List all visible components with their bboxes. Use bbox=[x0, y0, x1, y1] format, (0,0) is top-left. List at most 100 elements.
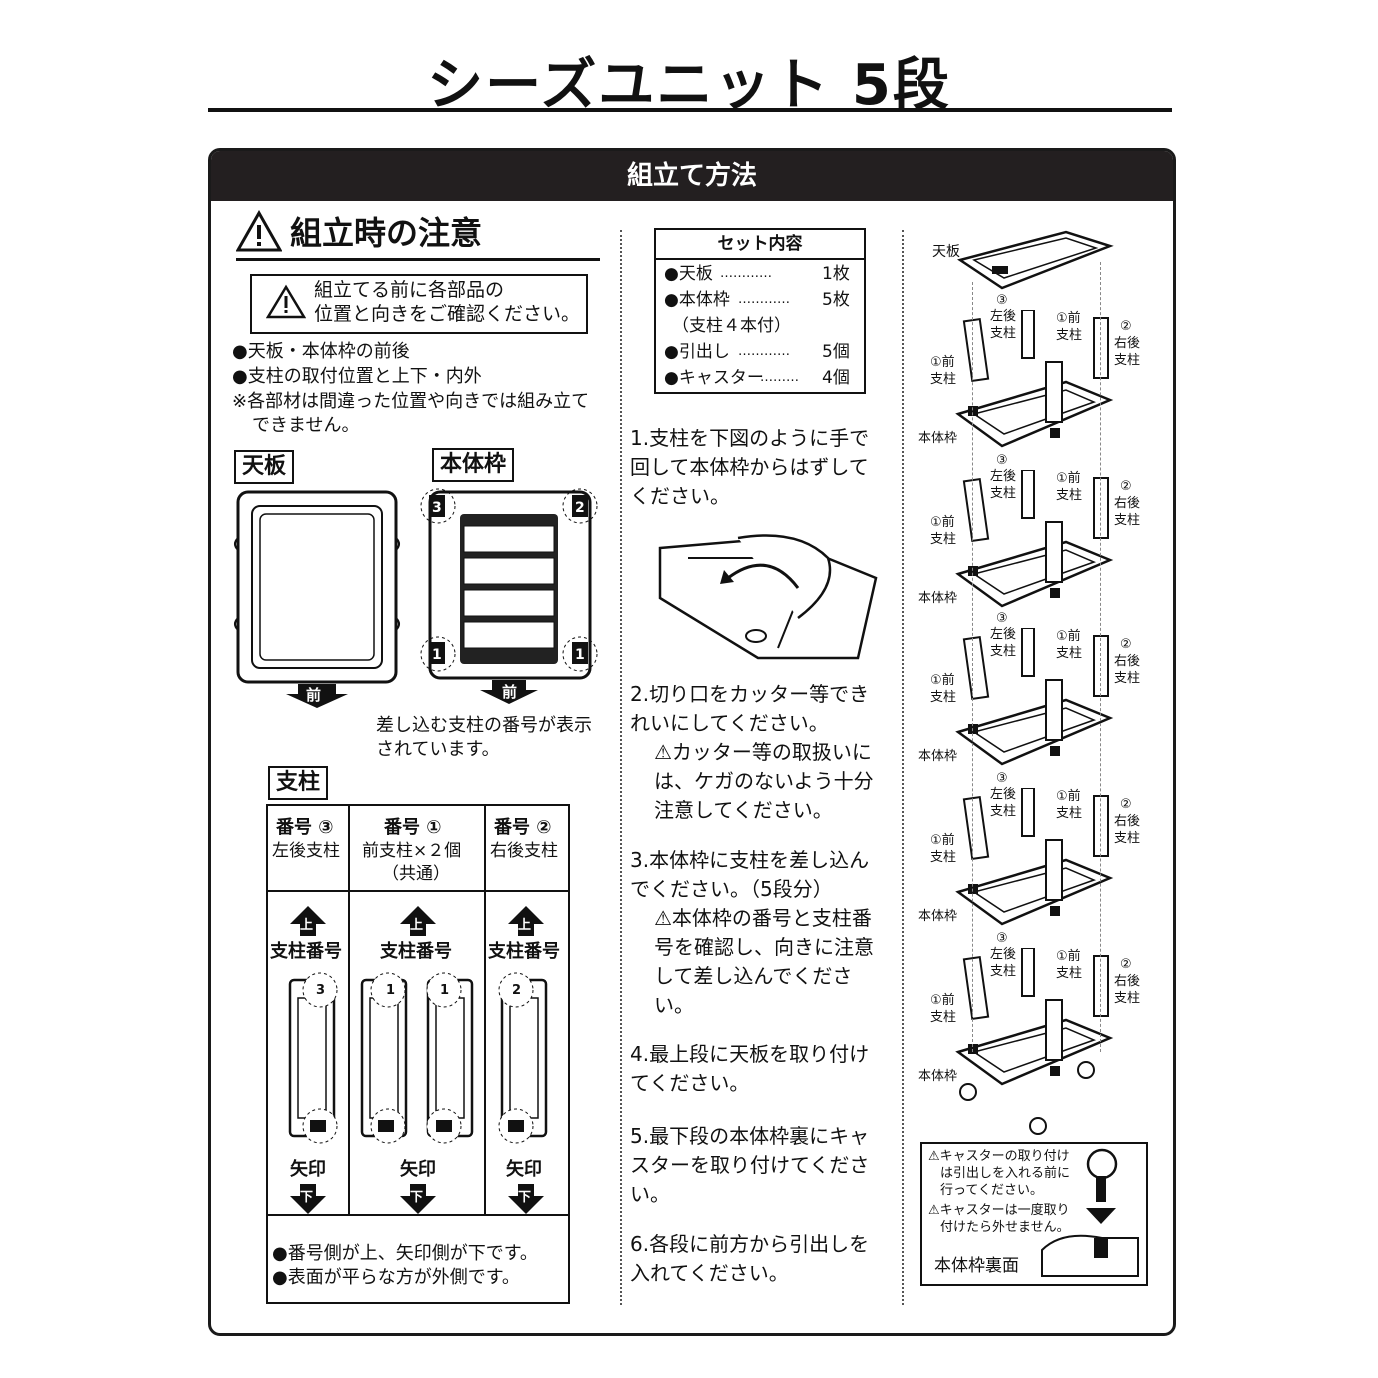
frame-note-line2: されています。 bbox=[376, 739, 500, 760]
title-underline bbox=[208, 108, 1172, 112]
down-arrow-icon bbox=[508, 1184, 544, 1214]
step-5: 5.最下段の本体枠裏にキャスターを取り付けてください。 bbox=[630, 1124, 870, 1206]
post-illustration-1a bbox=[360, 972, 408, 1144]
tier-5-frame-illustration bbox=[955, 948, 1114, 1086]
tier-3-post1b-line: 支柱 bbox=[1056, 646, 1083, 661]
set-contents-box bbox=[654, 228, 866, 394]
set-item-1-name: ●天板 bbox=[664, 264, 713, 284]
post-number-2: 2 bbox=[512, 983, 522, 998]
shichu-footer-1: ●番号側が上、矢印側が下です。 bbox=[272, 1243, 538, 1264]
frame-number-back-right: 2 bbox=[575, 500, 585, 516]
tier-3-post3-line2: 支柱 bbox=[990, 644, 1017, 659]
tier-5-post3-line2: 支柱 bbox=[990, 964, 1017, 979]
post-number-3: 3 bbox=[316, 983, 326, 998]
caution-box bbox=[250, 274, 588, 334]
tier-4-frame-label: 本体枠 bbox=[918, 909, 958, 924]
set-item-1-qty: 1枚 bbox=[822, 264, 850, 284]
set-item-4-name: ●引出し bbox=[664, 342, 730, 362]
caster-note-1-line1: ⚠キャスターの取り付け bbox=[928, 1149, 1070, 1164]
caution-bullet-1: ●天板・本体枠の前後 bbox=[232, 341, 410, 362]
shichu-footer-rule bbox=[268, 1214, 568, 1216]
caution-bullet-2: ●支柱の取付位置と上下・内外 bbox=[232, 366, 482, 387]
set-item-2-qty: 5枚 bbox=[822, 290, 850, 310]
tier-4-post2-line1: 右後 bbox=[1114, 814, 1141, 829]
up-label-1: 上 bbox=[410, 918, 424, 933]
tier-2-post1a-num: ①前 bbox=[930, 515, 955, 530]
tier-1-frame-illustration bbox=[955, 310, 1114, 448]
tier-5-post1a-line: 支柱 bbox=[930, 1010, 957, 1025]
tier-3-post2-line1: 右後 bbox=[1114, 654, 1141, 669]
panel-header: 組立て方法 bbox=[211, 151, 1173, 201]
tier-3-post1b-num: ①前 bbox=[1056, 629, 1081, 644]
tier-1-frame-label: 本体枠 bbox=[918, 431, 958, 446]
warning-icon bbox=[236, 210, 282, 252]
tier-1-post2-line1: 右後 bbox=[1114, 336, 1141, 351]
remove-post-illustration bbox=[658, 534, 878, 660]
set-item-2-name: ●本体枠 bbox=[664, 290, 730, 310]
tier-2-frame-label: 本体枠 bbox=[918, 591, 958, 606]
tier-2-post3-num: ③ bbox=[996, 453, 1008, 468]
up-arrow-icon bbox=[400, 906, 436, 936]
tier-4-post1b-line: 支柱 bbox=[1056, 806, 1083, 821]
tier-5-frame-label: 本体枠 bbox=[918, 1069, 958, 1084]
shichu-table bbox=[266, 804, 570, 1304]
frame-number-front-right: 1 bbox=[575, 647, 585, 663]
tier-2-post1b-line: 支柱 bbox=[1056, 488, 1083, 503]
tier-4-post1a-line: 支柱 bbox=[930, 850, 957, 865]
tier-1-post2-line2: 支柱 bbox=[1114, 353, 1141, 368]
tier-2-post2-line2: 支柱 bbox=[1114, 513, 1141, 528]
set-item-4-dots: ………… bbox=[738, 344, 790, 359]
tier-5-post1a-num: ①前 bbox=[930, 993, 955, 1008]
arrow-label-3: 矢印 bbox=[290, 1159, 326, 1180]
tier-5-post3-num: ③ bbox=[996, 931, 1008, 946]
tier-4-frame-illustration bbox=[955, 788, 1114, 926]
page-title: シーズユニット 5段 bbox=[427, 53, 951, 118]
shichu-label: 支柱 bbox=[268, 766, 329, 800]
down-label-3: 下 bbox=[300, 1190, 314, 1205]
post-number-label-2: 支柱番号 bbox=[488, 941, 560, 962]
arrow-label-2: 矢印 bbox=[506, 1159, 542, 1180]
step-3-caution: ⚠本体枠の番号と支柱番号を確認し、向きに注意して差し込んでください。 bbox=[654, 906, 874, 1017]
shichu-col-rule-2 bbox=[484, 806, 486, 1214]
frame-note-line1: 差し込む支柱の番号が表示 bbox=[376, 715, 592, 736]
caster-note-1-line3: 行ってください。 bbox=[940, 1183, 1043, 1198]
top-board-illustration bbox=[956, 230, 1114, 290]
set-item-4-qty: 5個 bbox=[822, 342, 850, 362]
caution-note-line1: ※各部材は間違った位置や向きでは組み立て bbox=[232, 391, 590, 412]
step-3: 3.本体枠に支柱を差し込んでください。（5段分） bbox=[630, 848, 870, 901]
set-contents-title: セット内容 bbox=[717, 234, 803, 254]
set-item-3-name: （支柱４本付） bbox=[672, 316, 791, 336]
tier-2-frame-illustration bbox=[955, 470, 1114, 608]
warning-icon bbox=[266, 284, 306, 319]
divider-right bbox=[902, 230, 904, 1305]
col1-name: 前支柱×２個 bbox=[362, 841, 462, 861]
guide-line-left bbox=[972, 282, 973, 1052]
post-number-1b: 1 bbox=[440, 983, 450, 998]
step-2: 2.切り口をカッター等できれいにしてください。 bbox=[630, 682, 870, 735]
tier-4-post1a-num: ①前 bbox=[930, 833, 955, 848]
tenban-illustration bbox=[234, 490, 400, 708]
tier-3-post3-line1: 左後 bbox=[990, 627, 1017, 642]
caster-box-label: 本体枠裏面 bbox=[934, 1256, 1019, 1276]
caster-note-2-line2: 付けたら外せません。 bbox=[940, 1220, 1070, 1235]
tier-1-post3-line1: 左後 bbox=[990, 309, 1017, 324]
col1-sub: （共通） bbox=[382, 864, 450, 884]
down-label-2: 下 bbox=[518, 1190, 532, 1205]
post-number-label-3: 支柱番号 bbox=[270, 941, 342, 962]
tier-4-post3-line2: 支柱 bbox=[990, 804, 1017, 819]
tier-4-post2-num: ② bbox=[1120, 797, 1132, 812]
caution-box-line2: 位置と向きをご確認ください。 bbox=[314, 303, 581, 325]
tier-1-post1a-num: ①前 bbox=[930, 355, 955, 370]
down-label-1: 下 bbox=[410, 1190, 424, 1205]
col1-num: 番号 ① bbox=[384, 817, 442, 838]
tier-1-post1a-line: 支柱 bbox=[930, 372, 957, 387]
tier-4-post1b-num: ①前 bbox=[1056, 789, 1081, 804]
caution-note-line2: できません。 bbox=[252, 415, 360, 436]
down-arrow-icon bbox=[400, 1184, 436, 1214]
tier-1-post1b-line: 支柱 bbox=[1056, 328, 1083, 343]
shichu-header-rule bbox=[268, 890, 568, 892]
caster-note-2-line1: ⚠キャスターは一度取り bbox=[928, 1203, 1070, 1218]
tier-1-post3-num: ③ bbox=[996, 293, 1008, 308]
post-illustration-1b bbox=[426, 972, 474, 1144]
tier-2-post3-line1: 左後 bbox=[990, 469, 1017, 484]
